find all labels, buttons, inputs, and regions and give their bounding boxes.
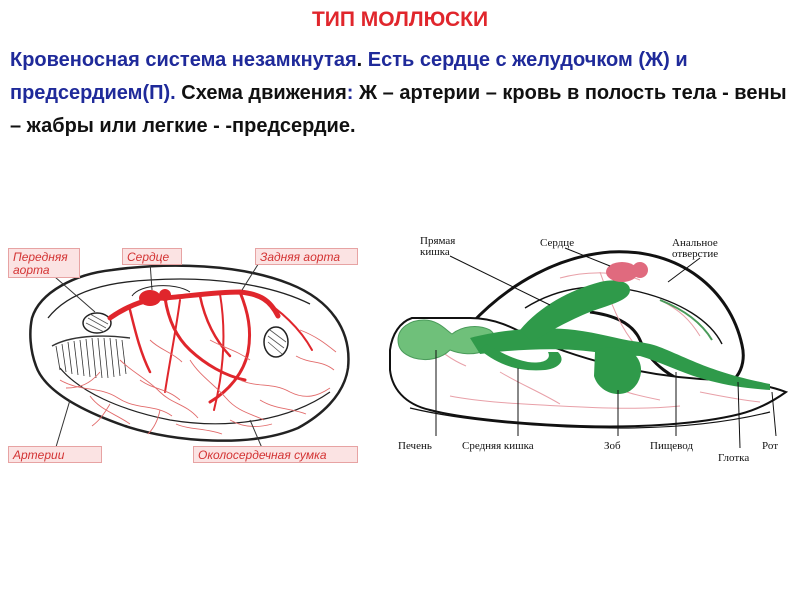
label-pericardial-sac: Околосердечная сумка [193, 446, 358, 463]
label-heart-right: Сердце [540, 238, 574, 249]
label-anterior-aorta: Передняя аорта [8, 248, 80, 278]
label-anal-line2: отверстие [672, 249, 718, 260]
label-posterior-aorta: Задняя аорта [255, 248, 358, 265]
label-anal-opening: Анальное отверстие [672, 238, 718, 260]
gastropod-digestive-diagram [380, 0, 800, 600]
label-heart-left: Сердце [122, 248, 182, 265]
label-midgut: Средняя кишка [462, 441, 534, 452]
gill [660, 300, 712, 340]
label-rectum: Прямая кишка [420, 236, 455, 258]
label-rectum-line2: кишка [420, 247, 455, 258]
label-arteries: Артерии [8, 446, 102, 463]
label-crop: Зоб [604, 441, 621, 452]
label-liver: Печень [398, 441, 432, 452]
label-mouth: Рот [762, 441, 778, 452]
heart-atrium [159, 289, 171, 301]
label-esophagus: Пищевод [650, 441, 693, 452]
bivalve-circulatory-diagram [0, 0, 400, 600]
heart [139, 290, 161, 306]
label-pharynx: Глотка [718, 453, 749, 464]
label-anterior-aorta-line2: аорта [13, 264, 75, 277]
heart-right-atrium [632, 262, 648, 278]
